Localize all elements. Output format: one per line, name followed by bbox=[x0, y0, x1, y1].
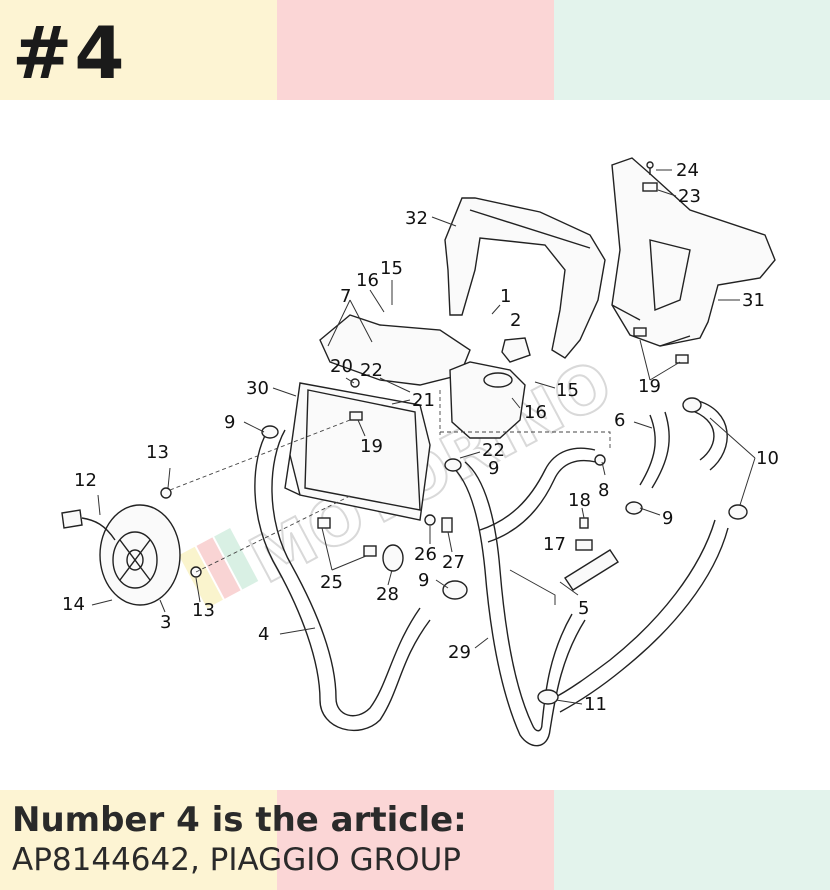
leader-lines bbox=[91, 169, 756, 705]
fan-3 bbox=[99, 504, 181, 606]
callout-12: 12 bbox=[74, 470, 97, 491]
callout-15-lower: 15 bbox=[556, 380, 579, 401]
clip-17 bbox=[575, 539, 593, 551]
clip-19b bbox=[675, 354, 689, 364]
callout-13-upper: 13 bbox=[146, 442, 169, 463]
callout-26: 26 bbox=[414, 544, 437, 565]
header-stripe-yellow bbox=[0, 0, 277, 100]
callout-2: 2 bbox=[510, 310, 521, 331]
watermark-color-blocks bbox=[178, 528, 259, 609]
clip-19c bbox=[349, 411, 363, 421]
callout-31: 31 bbox=[742, 290, 765, 311]
grommet-25a bbox=[317, 517, 331, 529]
callout-7: 7 bbox=[340, 286, 351, 307]
hose-8 bbox=[479, 447, 597, 543]
grommet-25b bbox=[363, 545, 377, 557]
footer-band bbox=[0, 790, 830, 890]
callout-3: 3 bbox=[160, 612, 171, 633]
callout-19-center: 19 bbox=[360, 436, 383, 457]
connector-12 bbox=[61, 509, 83, 529]
callout-9-left: 9 bbox=[224, 412, 235, 433]
parts-diagram: MOTORINO bbox=[61, 157, 779, 747]
item-number-badge: #4 bbox=[12, 11, 127, 95]
tank-cap bbox=[483, 372, 513, 388]
callout-13-lower: 13 bbox=[192, 600, 215, 621]
article-caption: Number 4 is the article: bbox=[12, 800, 467, 840]
clip-19a bbox=[633, 327, 647, 337]
screw-24 bbox=[646, 161, 654, 169]
spacer-18 bbox=[579, 517, 589, 529]
screw-20 bbox=[350, 378, 360, 388]
header-band: #4 bbox=[0, 0, 830, 100]
bush-13-upper bbox=[160, 487, 172, 499]
callout-labels: 24 23 32 31 16 15 7 1 2 20 22 30 15 21 1… bbox=[62, 160, 779, 715]
sensor-27 bbox=[441, 517, 453, 533]
callout-4: 4 bbox=[258, 624, 269, 645]
callout-16-lower: 16 bbox=[524, 402, 547, 423]
callout-22-lower: 22 bbox=[482, 440, 505, 461]
callout-5: 5 bbox=[578, 598, 589, 619]
callout-23: 23 bbox=[678, 186, 701, 207]
callout-21: 21 bbox=[412, 390, 435, 411]
callout-15-upper: 15 bbox=[380, 258, 403, 279]
shroud-frame-32 bbox=[444, 197, 606, 359]
cap-2 bbox=[501, 337, 531, 363]
callout-9-center: 9 bbox=[488, 458, 499, 479]
callout-18: 18 bbox=[568, 490, 591, 511]
header-stripe-green bbox=[554, 0, 830, 100]
clamp-10a bbox=[682, 397, 702, 413]
clamp-8 bbox=[594, 454, 606, 466]
header-stripe-pink bbox=[277, 0, 554, 100]
clamp-9-right bbox=[625, 501, 643, 515]
callout-9-lower: 9 bbox=[418, 570, 429, 591]
callout-29: 29 bbox=[448, 642, 471, 663]
footer-stripe-pink bbox=[277, 790, 554, 890]
callout-10: 10 bbox=[756, 448, 779, 469]
cap-28 bbox=[382, 544, 404, 572]
callout-19-right: 19 bbox=[638, 376, 661, 397]
hose-6 bbox=[639, 411, 670, 489]
callout-6: 6 bbox=[614, 410, 625, 431]
footer-stripe-yellow bbox=[0, 790, 277, 890]
callout-14: 14 bbox=[62, 594, 85, 615]
callout-9-right: 9 bbox=[662, 508, 673, 529]
clip-23 bbox=[642, 182, 658, 192]
pipe-5 bbox=[564, 549, 619, 591]
clamp-11 bbox=[537, 689, 559, 705]
upper-tank-7 bbox=[319, 314, 471, 386]
seal-26 bbox=[424, 514, 436, 526]
shroud-right bbox=[611, 157, 776, 347]
clamp-9-lower bbox=[442, 580, 468, 600]
callout-27: 27 bbox=[442, 552, 465, 573]
clamp-9-left bbox=[261, 425, 279, 439]
callout-28: 28 bbox=[376, 584, 399, 605]
hose-11 bbox=[549, 519, 729, 713]
footer-stripe-green bbox=[554, 790, 830, 890]
callout-24: 24 bbox=[676, 160, 699, 181]
radiator-30 bbox=[284, 382, 431, 521]
callout-32: 32 bbox=[405, 208, 428, 229]
callout-25: 25 bbox=[320, 572, 343, 593]
callout-11: 11 bbox=[584, 694, 607, 715]
callout-22-upper: 22 bbox=[360, 360, 383, 381]
article-number: AP8144642, PIAGGIO GROUP bbox=[12, 842, 461, 878]
clamp-10b bbox=[728, 504, 748, 520]
callout-16-upper: 16 bbox=[356, 270, 379, 291]
hose-10 bbox=[689, 399, 728, 471]
callout-1: 1 bbox=[500, 286, 511, 307]
callout-30: 30 bbox=[246, 378, 269, 399]
callout-8: 8 bbox=[598, 480, 609, 501]
callout-20: 20 bbox=[330, 356, 353, 377]
clamp-9-center bbox=[444, 458, 462, 472]
callout-17: 17 bbox=[543, 534, 566, 555]
hose-4 bbox=[254, 429, 431, 731]
